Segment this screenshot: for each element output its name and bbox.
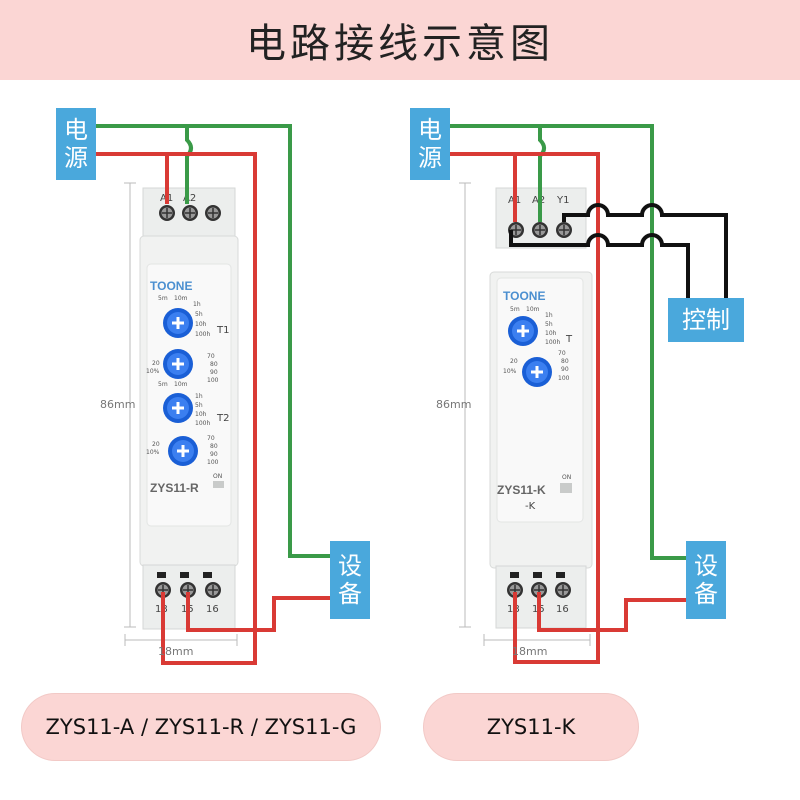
relay-marking: 100h	[195, 420, 210, 427]
width-dimension-right: 18mm	[512, 645, 548, 658]
relay-marking: 5h	[545, 321, 553, 328]
power-label-left: 电 源	[56, 108, 96, 180]
relay-marking: 100	[558, 375, 570, 382]
left-timer-label-t1: T1	[216, 325, 229, 336]
relay-marking: 90	[210, 451, 218, 458]
device-label-right: 设 备	[686, 541, 726, 619]
right-device-wire	[537, 592, 686, 632]
right-timer-label-t: T	[565, 334, 573, 345]
relay-marking: 10%	[146, 368, 160, 375]
relay-marking: ON	[213, 473, 222, 480]
relay-marking: 100	[207, 377, 219, 384]
relay-marking: 20	[510, 358, 518, 365]
relay-marking: 90	[561, 366, 569, 373]
relay-marking: ON	[562, 474, 571, 481]
wires	[96, 124, 686, 665]
left-model-label: ZYS11-R	[150, 481, 199, 495]
relay-marking: 70	[558, 350, 566, 357]
right-model-suffix: -K	[525, 501, 536, 512]
left-relay: A1 A2 18 15 16 TOONE 5m 10m 1h 5h 10h 10…	[139, 187, 239, 630]
models-pill-right: ZYS11-K	[424, 694, 638, 760]
right-neutral-wire	[450, 124, 686, 560]
height-dimension-left: 86mm	[100, 398, 136, 411]
relay-marking: 1h	[195, 393, 203, 400]
relay-marking: 5m	[510, 306, 520, 313]
relay-marking: 10h	[195, 411, 207, 418]
right-relay: A1 A2 Y1 18 15 16 TOONE 5m 10m 1h 5h 10h…	[489, 187, 593, 629]
relay-marking: 80	[210, 361, 218, 368]
relay-marking: 5m	[158, 295, 168, 302]
control-wire-upper	[562, 203, 728, 298]
relay-marking: 5m	[158, 381, 168, 388]
relay-marking: 20	[152, 360, 160, 367]
left-brand-logo: TOONE	[150, 279, 192, 293]
relay-marking: 100h	[195, 331, 210, 338]
relay-marking: 70	[207, 353, 215, 360]
relay-marking: 20	[152, 441, 160, 448]
left-terminal-16: 16	[206, 604, 219, 615]
left-terminal-a2: A2	[183, 193, 196, 204]
right-brand-logo: TOONE	[503, 289, 545, 303]
left-dial-t1-icon	[163, 308, 193, 338]
relay-marking: 10%	[503, 368, 517, 375]
left-dial-t1-percent-icon	[163, 349, 193, 379]
right-model-label: ZYS11-K	[497, 483, 546, 497]
page-title: 电路接线示意图	[246, 21, 554, 67]
dimension-lines	[124, 182, 591, 646]
relay-marking: 80	[561, 358, 569, 365]
relay-marking: 1h	[545, 312, 553, 319]
right-terminal-y1: Y1	[556, 195, 569, 206]
relay-marking: 90	[210, 369, 218, 376]
left-timer-label-t2: T2	[216, 413, 229, 424]
right-live-wire	[450, 152, 600, 664]
relay-marking: 10m	[174, 295, 188, 302]
relay-marking: 10h	[545, 330, 557, 337]
relay-marking: 5h	[195, 311, 203, 318]
title-bar: 电路接线示意图	[0, 0, 800, 80]
device-label-left: 设 备	[330, 541, 370, 619]
models-pill-left: ZYS11-A / ZYS11-R / ZYS11-G	[22, 694, 380, 760]
relay-marking: 80	[210, 443, 218, 450]
width-dimension-left: 18mm	[158, 645, 194, 658]
relay-marking: 70	[207, 435, 215, 442]
relay-marking: 100	[207, 459, 219, 466]
left-neutral-wire	[96, 124, 330, 558]
control-label: 控制	[668, 298, 744, 342]
right-dial-t-icon	[508, 316, 538, 346]
left-dial-t2-icon	[163, 393, 193, 423]
right-terminal-16: 16	[556, 604, 569, 615]
control-wires	[509, 203, 728, 298]
relay-marking: 10m	[174, 381, 188, 388]
left-live-wire	[96, 152, 257, 665]
left-dial-t2-percent-icon	[168, 436, 198, 466]
power-label-right: 电 源	[410, 108, 450, 180]
left-top-screws	[159, 205, 221, 221]
relay-marking: 10%	[146, 449, 160, 456]
relay-marking: 1h	[193, 301, 201, 308]
height-dimension-right: 86mm	[436, 398, 472, 411]
relay-marking: 10m	[526, 306, 540, 313]
right-top-screws	[508, 222, 572, 238]
right-dial-percent-icon	[522, 357, 552, 387]
relay-marking: 10h	[195, 321, 207, 328]
relay-marking: 5h	[195, 402, 203, 409]
left-device-wire	[186, 592, 330, 632]
relay-marking: 100h	[545, 339, 560, 346]
control-wire-lower	[509, 230, 690, 298]
